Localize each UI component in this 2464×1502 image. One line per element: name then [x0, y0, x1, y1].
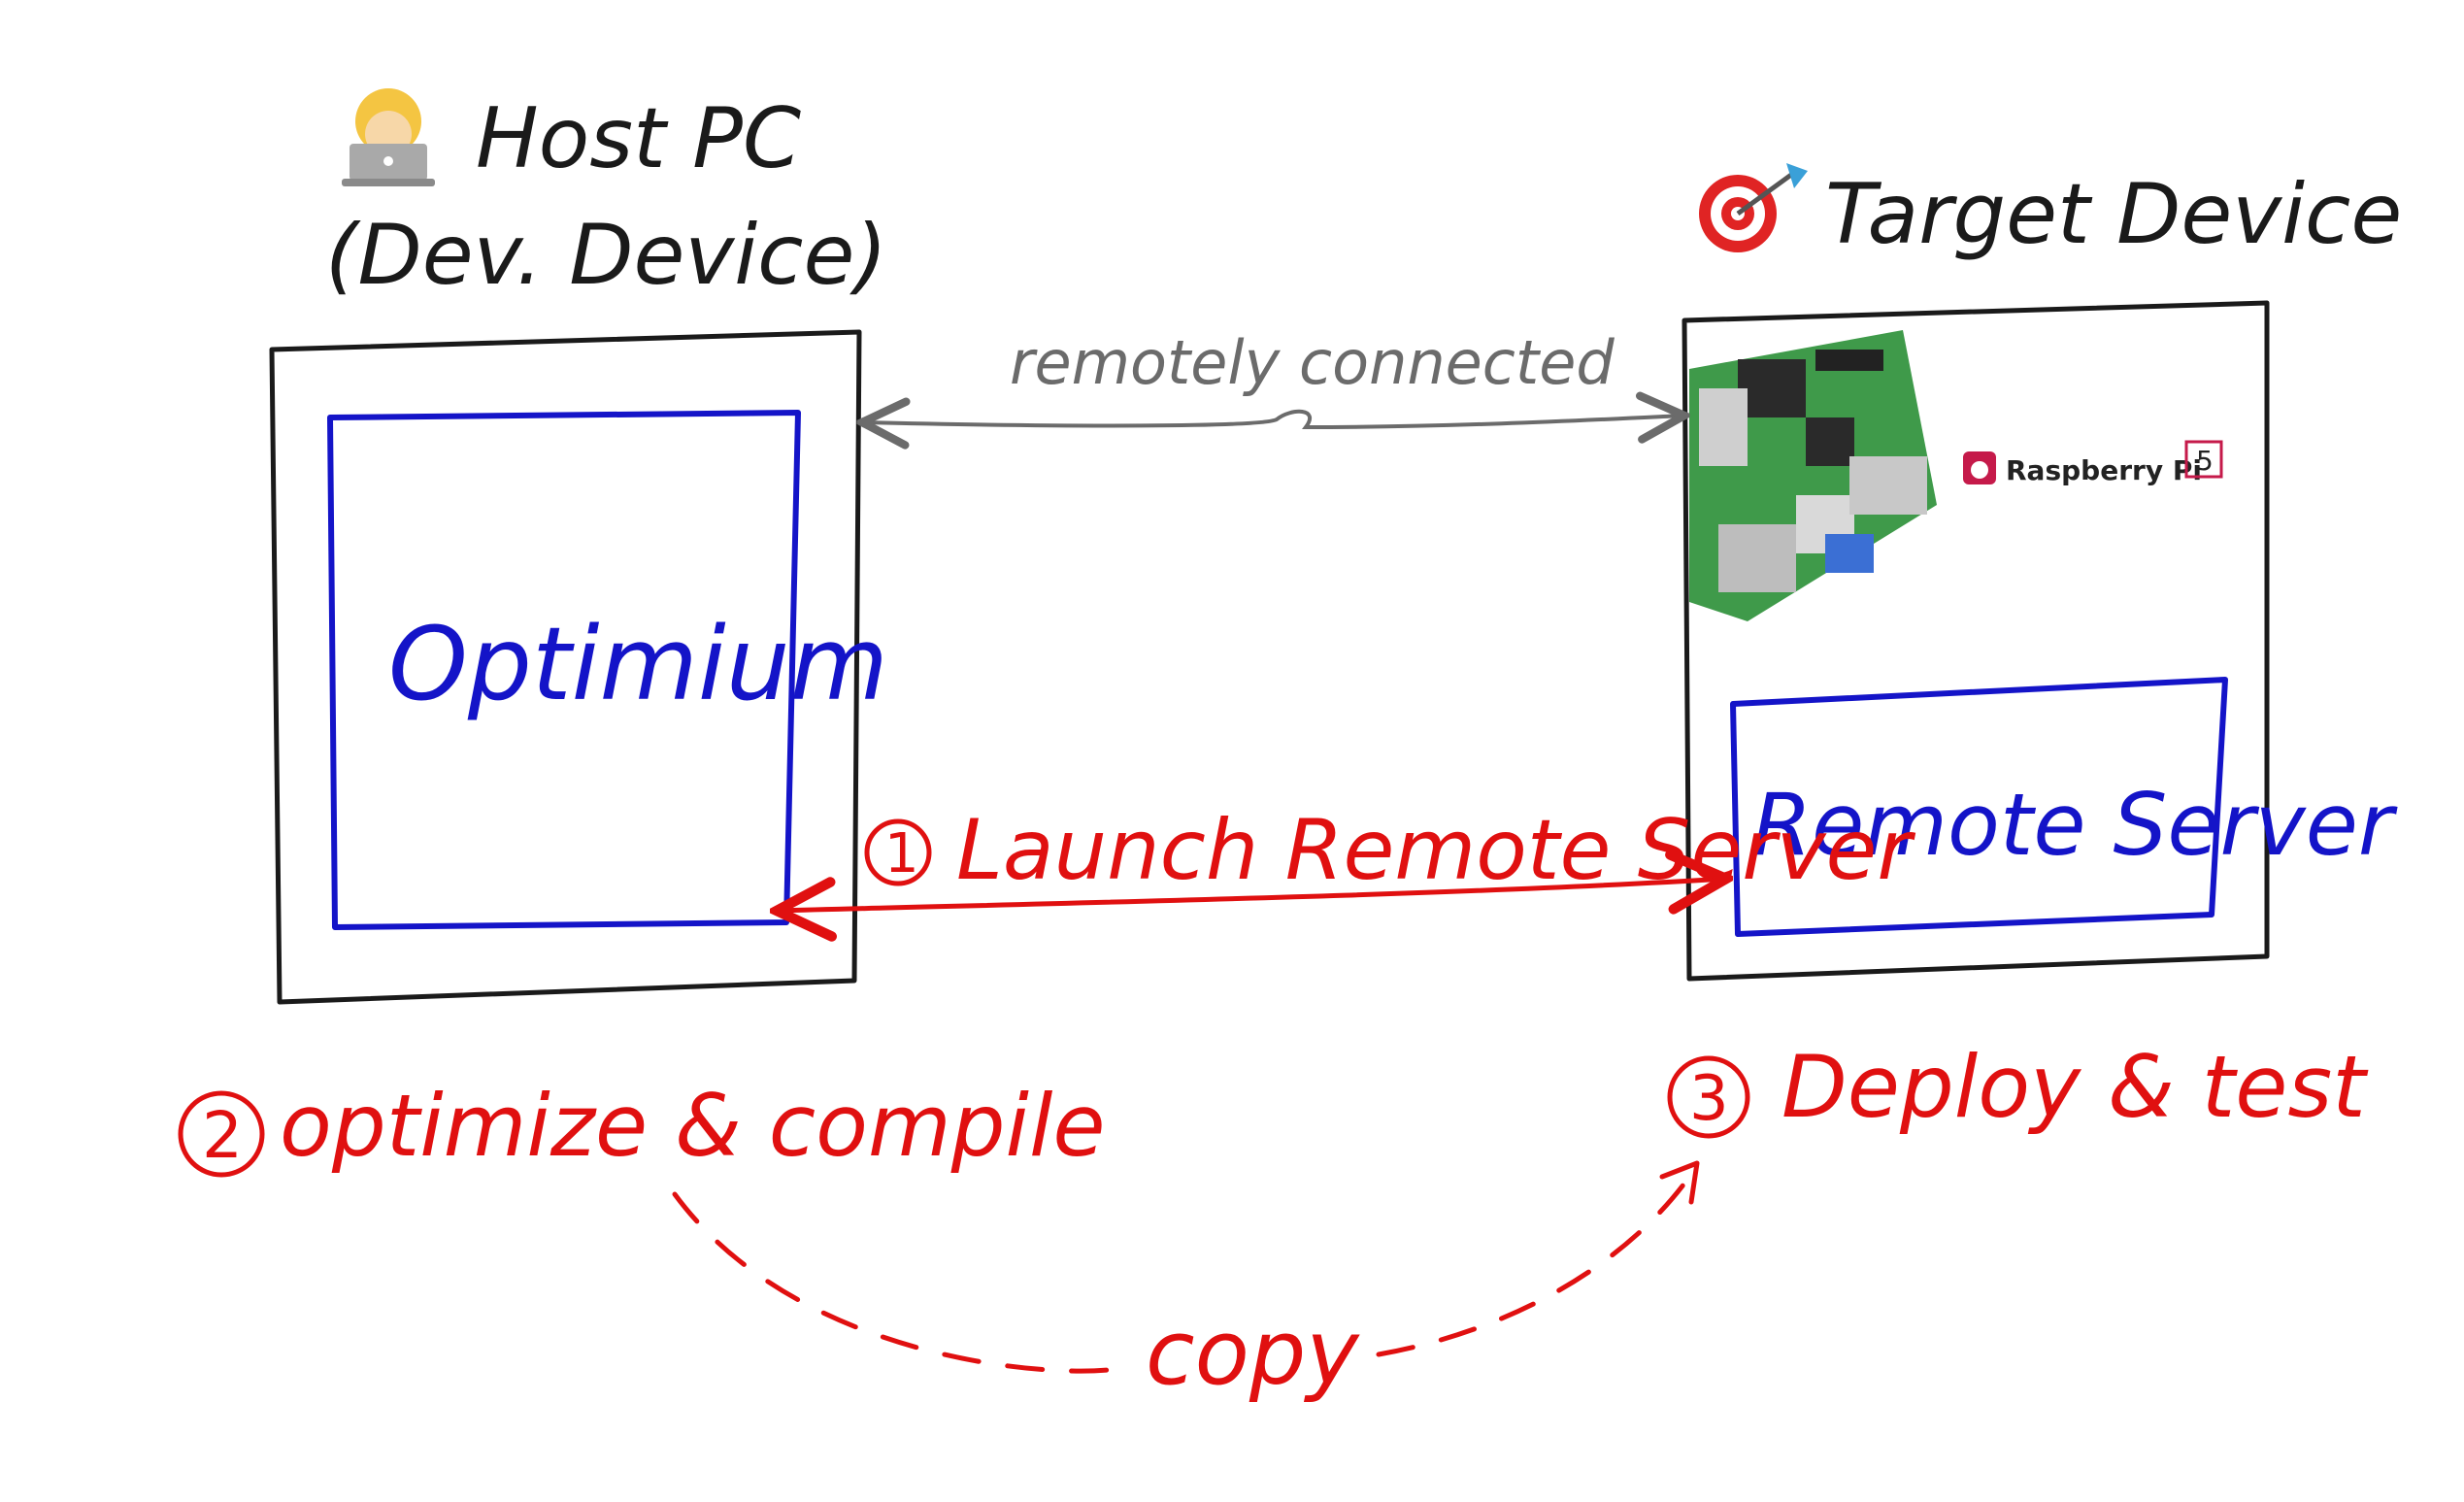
raspberry-pi-board-icon [1689, 330, 1937, 621]
copy-arrow [672, 1167, 1697, 1374]
raspberry-pi-model: 5 [2196, 445, 2214, 477]
launch-server-arrow [777, 879, 1726, 911]
step3-number-badge: 3 [1667, 1055, 1750, 1139]
svg-text:3: 3 [1689, 1063, 1729, 1135]
host-title-line2: (Dev. Device) [325, 207, 887, 304]
raspberry-pi-logo [1963, 451, 1996, 484]
remotely-connected-label: remotely connected [1010, 327, 1615, 398]
step1-number-badge: 1 [864, 818, 932, 886]
step3-label: Deploy & test [1781, 1037, 2369, 1137]
step2-number-badge: 2 [178, 1090, 265, 1178]
step1-label: Launch Remote Server [956, 802, 1915, 899]
remote-connection-arrow [862, 412, 1684, 427]
host-title-line1: Host PC [476, 90, 801, 187]
host-technologist-icon [342, 88, 435, 186]
optimium-label: Optimium [388, 605, 888, 723]
svg-text:1: 1 [884, 822, 919, 885]
step2-label: optimize & compile [280, 1076, 1106, 1176]
svg-text:2: 2 [202, 1098, 243, 1173]
copy-label: copy [1146, 1301, 1360, 1405]
target-device-box [1682, 300, 2270, 982]
raspberry-pi-brand: Raspberry Pi [2006, 454, 2202, 486]
raspberry-pi-model-box [2184, 440, 2223, 479]
target-title: Target Device [1825, 166, 2402, 263]
copy-arrowhead [1659, 1160, 1700, 1205]
dart-target-icon [1699, 163, 1808, 252]
remote-server-box [1730, 677, 2228, 937]
host-pc-box [269, 329, 862, 1005]
remote-server-label: Remote Server [1752, 775, 2398, 875]
